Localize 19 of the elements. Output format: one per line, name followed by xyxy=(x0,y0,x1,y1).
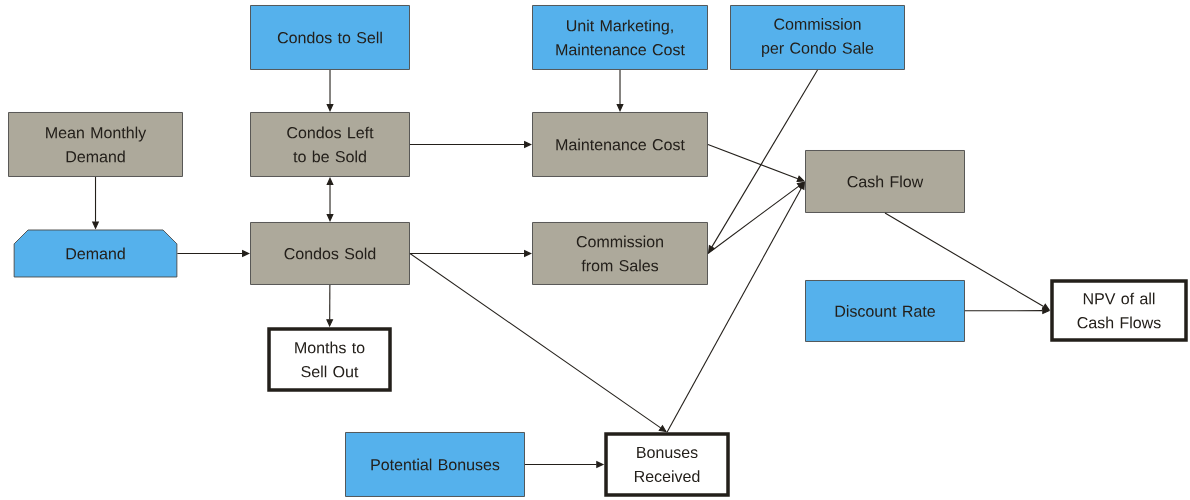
input-box: Unit Marketing, Maintenance Cost xyxy=(532,5,708,70)
calculation-box: Condos Left to be Sold xyxy=(250,112,410,177)
input-box: Potential Bonuses xyxy=(345,432,525,497)
arrow xyxy=(326,69,334,112)
arrow xyxy=(707,181,805,255)
calculation-box: Condos Sold xyxy=(250,222,410,285)
input-box: Demand xyxy=(13,229,178,278)
output-box: Months to Sell Out xyxy=(267,327,392,392)
arrow xyxy=(326,177,334,222)
input-box: Condos to Sell xyxy=(250,5,410,70)
calculation-box: Maintenance Cost xyxy=(532,112,708,177)
output-box: Bonuses Received xyxy=(604,432,730,497)
output-box: NPV of all Cash Flows xyxy=(1050,279,1188,342)
calculation-box: Commission from Sales xyxy=(532,222,708,285)
input-box: Discount Rate xyxy=(805,280,965,342)
arrow xyxy=(616,69,624,112)
calculation-box: Mean Monthly Demand xyxy=(8,112,183,177)
input-box: Commission per Condo Sale xyxy=(730,5,905,70)
calculation-box: Cash Flow xyxy=(805,150,965,213)
